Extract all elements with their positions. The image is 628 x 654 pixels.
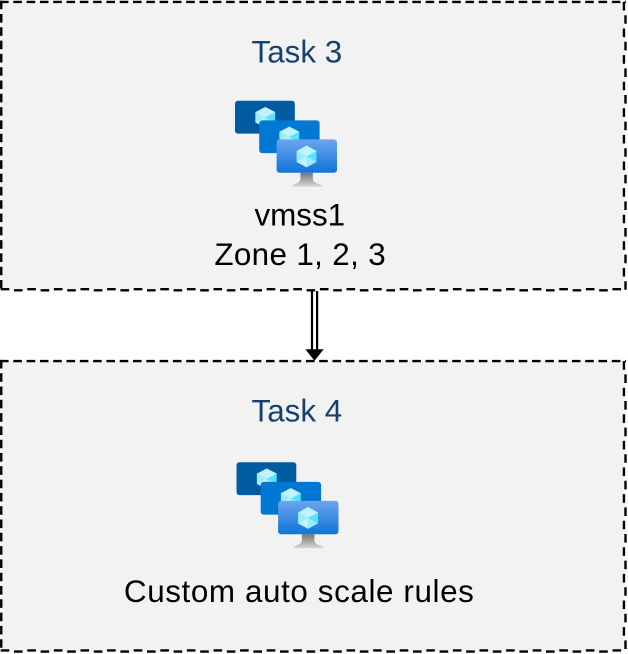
svg-text:Task 4: Task 4 (252, 394, 343, 429)
svg-text:Zone 1, 2, 3: Zone 1, 2, 3 (214, 237, 386, 272)
svg-text:Task 3: Task 3 (252, 34, 343, 69)
svg-text:vmss1: vmss1 (254, 198, 345, 233)
svg-text:Custom auto scale rules: Custom auto scale rules (124, 574, 475, 609)
